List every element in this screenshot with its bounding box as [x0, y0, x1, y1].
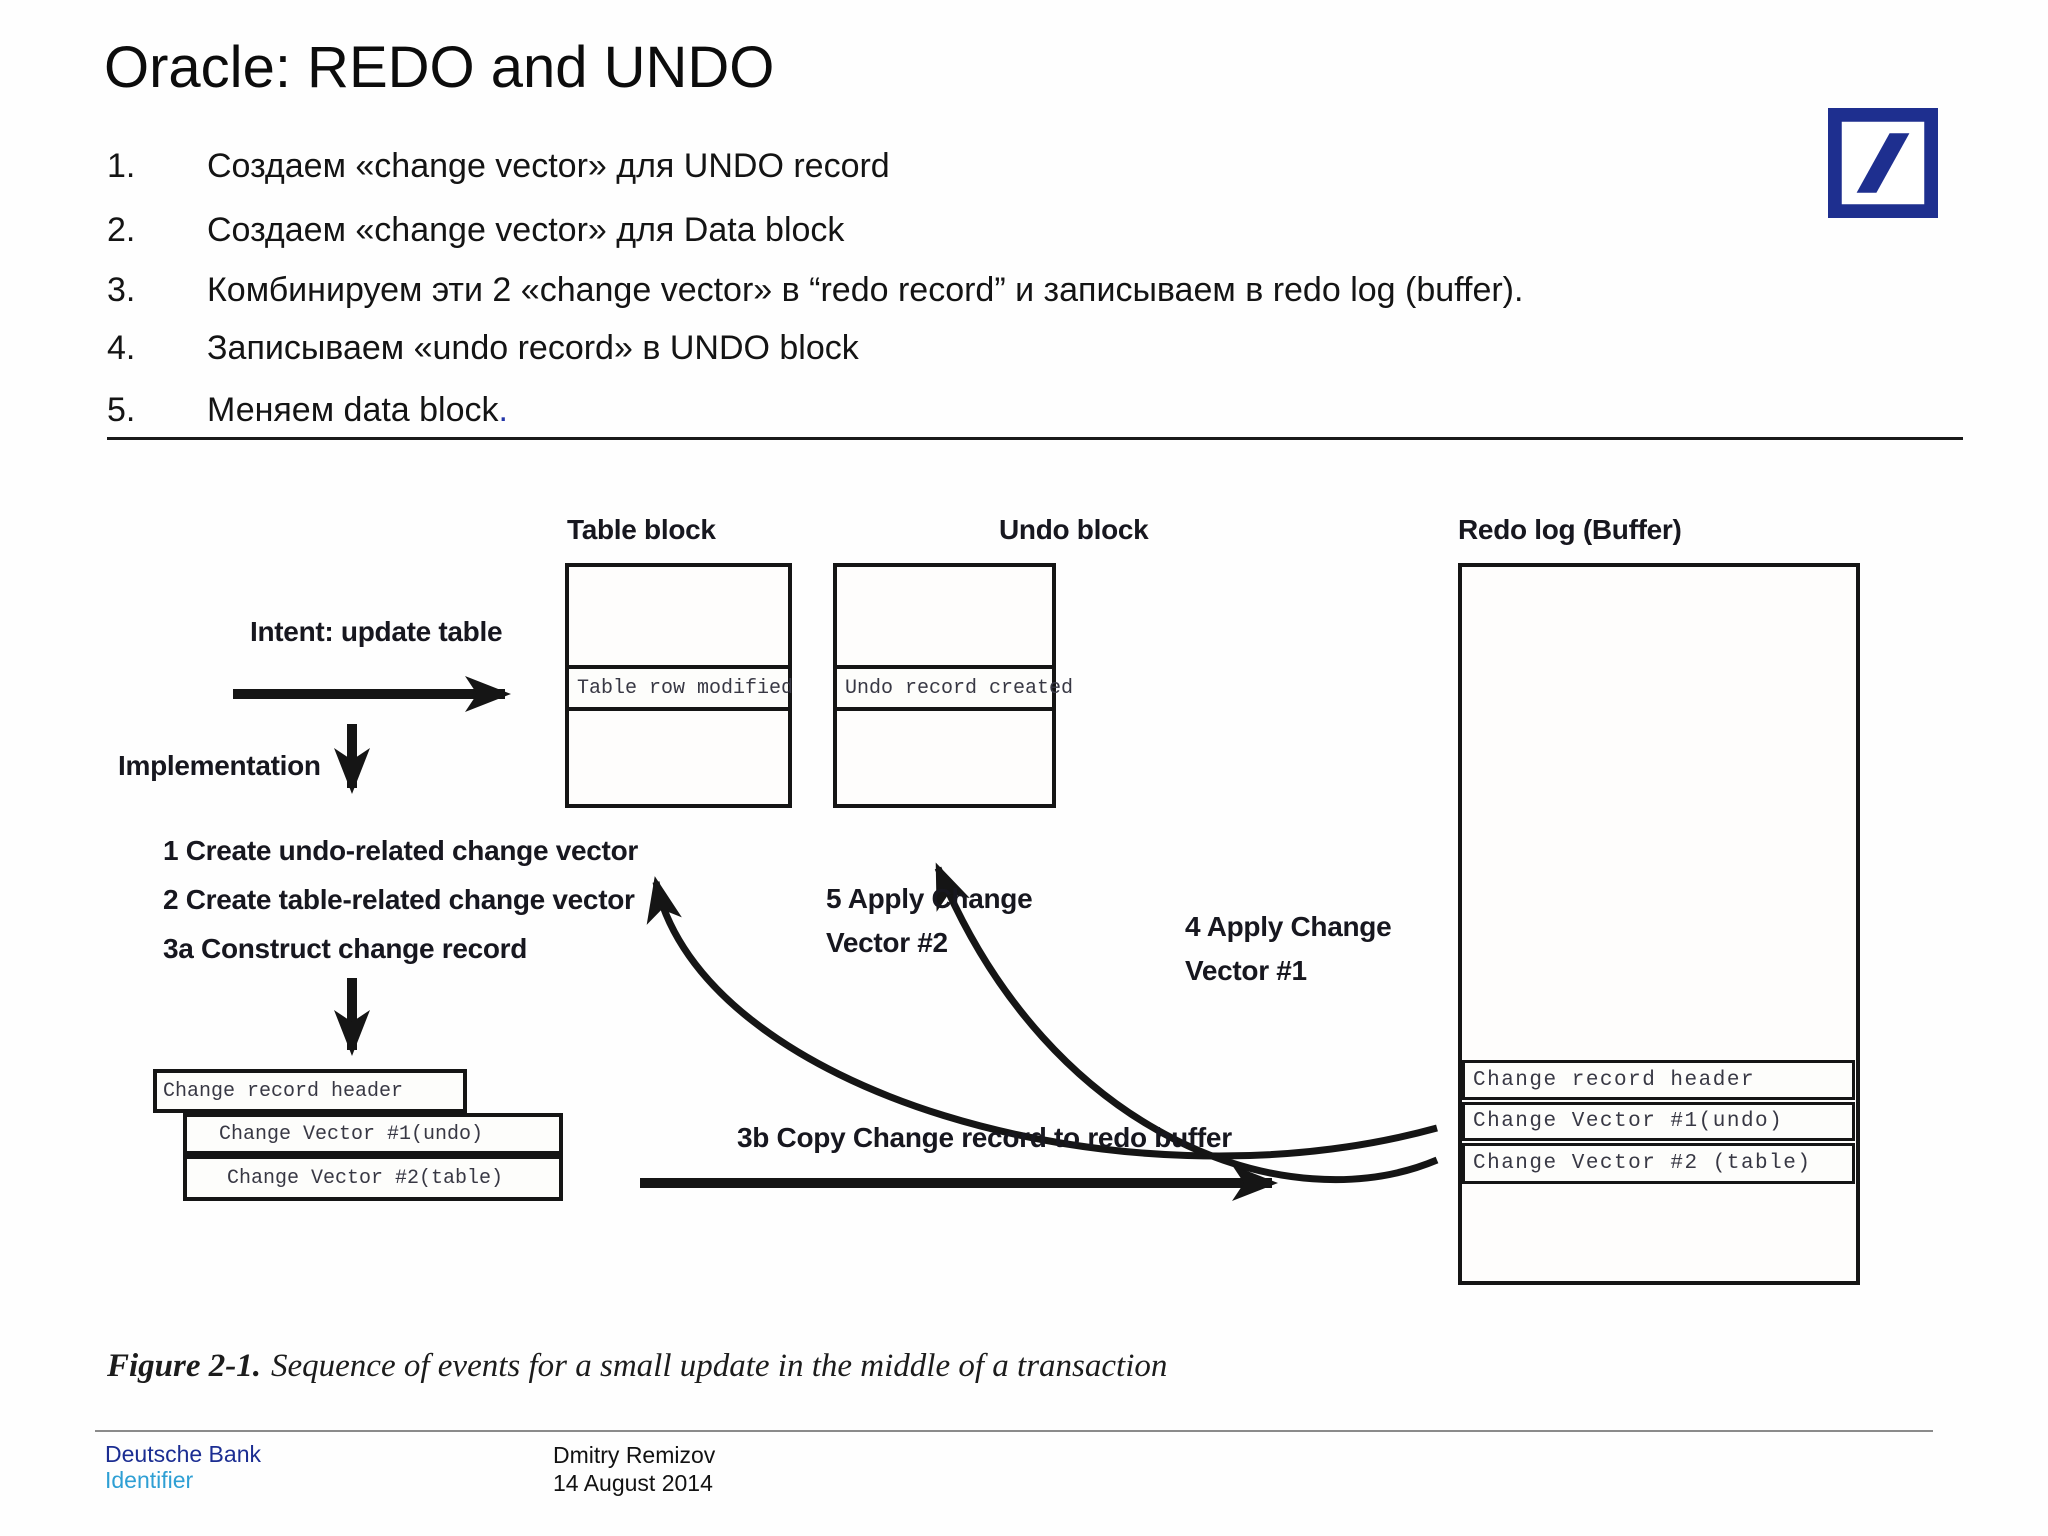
list-text: Создаем «change vector» для Data block	[207, 211, 845, 249]
list-number: 2.	[107, 211, 136, 249]
slide-date: 14 August 2014	[553, 1470, 713, 1496]
list-number: 4.	[107, 329, 136, 367]
blue-period: .	[498, 391, 508, 429]
undo-row-band: Undo record created	[837, 665, 1073, 711]
author-name: Dmitry Remizov	[553, 1442, 716, 1468]
list-item-2: 2. Создаем «change vector» для Data block	[107, 211, 844, 250]
change-record-header-box: Change record header	[153, 1069, 467, 1113]
list-text: Создаем «change vector» для UNDO record	[207, 147, 890, 185]
copy-3b-label: 3b Copy Change record to redo buffer	[737, 1122, 1232, 1153]
list-item-5: 5. Меняем data block.	[107, 391, 508, 430]
list-text: Меняем data block	[207, 391, 499, 429]
stack-text: Change Vector #2(table)	[227, 1166, 504, 1190]
list-number: 5.	[107, 391, 136, 429]
redo-row-change-vector-1: Change Vector #1(undo)	[1462, 1102, 1855, 1141]
change-vector-2-box: Change Vector #2(table)	[183, 1155, 563, 1201]
footer-rule	[95, 1430, 1933, 1432]
apply-5-line1: 5 Apply Change	[826, 883, 1033, 914]
apply-4-line2: Vector #1	[1185, 955, 1307, 986]
redo-row-text: Change Vector #1(undo)	[1473, 1110, 1784, 1133]
implementation-label: Implementation	[118, 750, 321, 781]
redo-row-change-record-header: Change record header	[1462, 1060, 1855, 1100]
apply-5-line2: Vector #2	[826, 927, 948, 958]
table-row-text: Table row modified	[577, 676, 794, 700]
redo-row-text: Change Vector #2 (table)	[1473, 1152, 1812, 1175]
brand-name: Deutsche Bank	[105, 1441, 261, 1467]
stack-text: Change record header	[163, 1079, 404, 1103]
list-item-3: 3. Комбинируем эти 2 «change vector» в “r…	[107, 271, 1523, 310]
page-title: Oracle: REDO and UNDO	[104, 35, 775, 100]
intent-label: Intent: update table	[250, 616, 503, 647]
step-label-1: 1 Create undo-related change vector	[163, 835, 638, 866]
deutsche-bank-logo	[1827, 107, 1939, 219]
redo-row-text: Change record header	[1473, 1068, 1756, 1092]
table-row-band: Table row modified	[569, 665, 793, 711]
table-block-box: Table row modified	[565, 563, 793, 808]
figure-caption: Figure 2-1.Sequence of events for a smal…	[107, 1348, 1167, 1385]
header-divider	[107, 437, 1963, 440]
footer-brand: Deutsche Bank Identifier	[105, 1441, 261, 1493]
undo-row-text: Undo record created	[845, 676, 1074, 700]
figure-caption-text: Sequence of events for a small update in…	[271, 1348, 1168, 1384]
db-slash-square-icon	[1827, 107, 1939, 219]
redo-row-change-vector-2: Change Vector #2 (table)	[1462, 1143, 1855, 1184]
list-number: 1.	[107, 147, 136, 185]
list-text: Комбинируем эти 2 «change vector» в “red…	[207, 271, 1524, 309]
list-item-1: 1. Создаем «change vector» для UNDO recor…	[107, 147, 890, 186]
apply-4-label: 4 Apply Change Vector #1	[1185, 905, 1392, 993]
step-label-2: 2 Create table-related change vector	[163, 884, 635, 915]
figure-number: Figure 2-1.	[107, 1348, 262, 1384]
footer-author-block: Dmitry Remizov 14 August 2014	[553, 1441, 715, 1497]
stack-text: Change Vector #1(undo)	[219, 1122, 484, 1146]
change-vector-1-box: Change Vector #1(undo)	[183, 1113, 563, 1155]
list-item-4: 4. Записываем «undo record» в UNDO block	[107, 329, 859, 368]
undo-block-box: Undo record created	[833, 563, 1073, 808]
brand-identifier: Identifier	[105, 1467, 194, 1493]
undo-block-label: Undo block	[999, 514, 1149, 545]
redo-log-label: Redo log (Buffer)	[1458, 514, 1682, 545]
apply-5-label: 5 Apply Change Vector #2	[826, 877, 1033, 965]
step-label-3: 3a Construct change record	[163, 933, 528, 964]
list-text: Записываем «undo record» в UNDO block	[207, 329, 859, 367]
list-number: 3.	[107, 271, 136, 309]
apply-4-line1: 4 Apply Change	[1185, 911, 1392, 942]
table-block-label: Table block	[567, 514, 716, 545]
